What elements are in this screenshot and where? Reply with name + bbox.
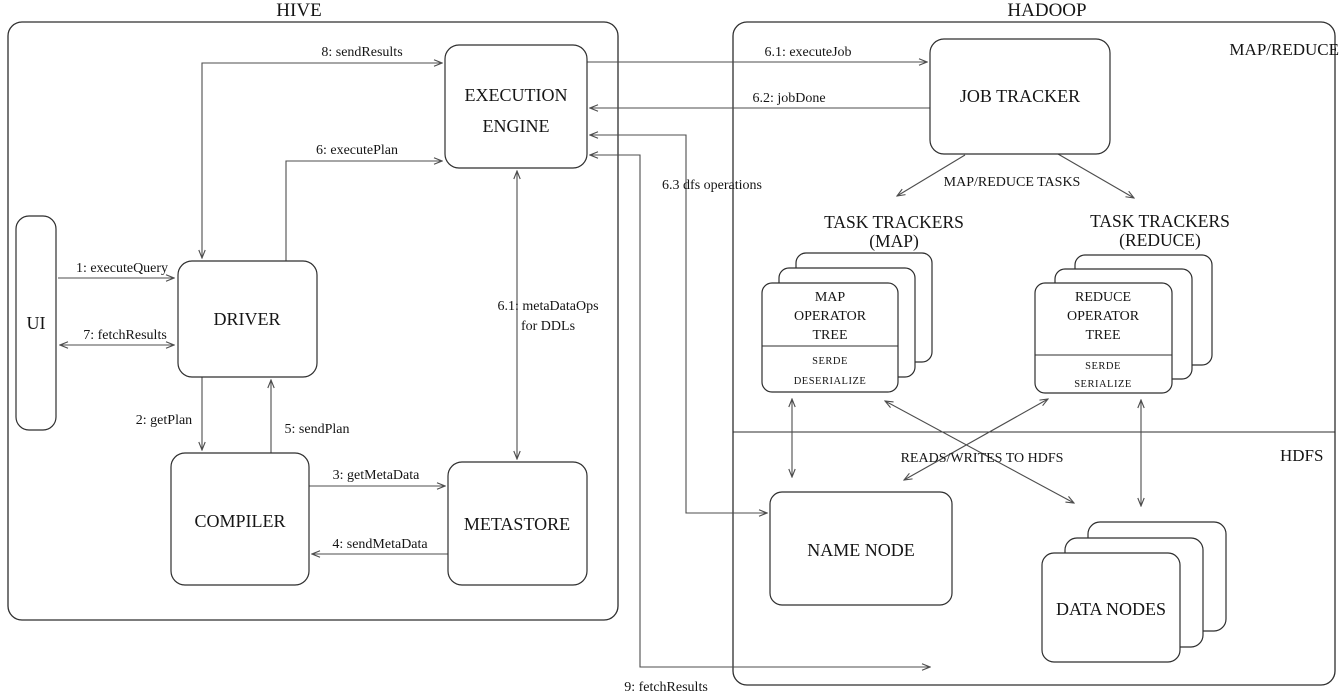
reads-writes-hdfs-label: READS/WRITES TO HDFS [901, 451, 1064, 466]
fetch-results-hdfs-label: 9: fetchResults [624, 680, 708, 694]
edge-send-results [202, 63, 442, 258]
map-operator-tree-line3: TREE [813, 328, 848, 343]
hadoop-title: HADOOP [1007, 0, 1086, 21]
metadata-ops-label-line1: 6.1: metaDataOps [497, 299, 598, 314]
hdfs-section-label: HDFS [1280, 446, 1323, 465]
metadata-ops-label-line2: for DDLs [521, 319, 575, 334]
job-done-label: 6.2: jobDone [752, 91, 825, 106]
get-plan-label: 2: getPlan [136, 413, 192, 428]
data-nodes-stack-front [1041, 552, 1181, 663]
send-results-label: 8: sendResults [321, 45, 402, 60]
execution-engine-node-box [444, 44, 588, 169]
map-operator-tree-line2: OPERATOR [794, 309, 867, 324]
execution-engine-label-line1: EXECUTION [465, 85, 568, 105]
ui-node-box [15, 215, 57, 431]
reduce-operator-tree-line3: TREE [1086, 328, 1121, 343]
metastore-node-box [447, 461, 588, 586]
reduce-tracker-stack-front [1034, 282, 1173, 394]
reduce-serde-label: SERDE [1085, 361, 1121, 372]
mapreduce-section-label: MAP/REDUCE [1229, 40, 1339, 59]
driver-node-label: DRIVER [214, 309, 281, 329]
task-trackers-map-label-line1: TASK TRACKERS [824, 212, 964, 232]
edge-fetch-results-hdfs [590, 155, 930, 667]
reduce-operator-tree-line1: REDUCE [1075, 290, 1131, 305]
fetch-results-ui-label: 7: fetchResults [83, 328, 167, 343]
execute-query-label: 1: executeQuery [76, 261, 168, 276]
mapreduce-tasks-label: MAP/REDUCE TASKS [944, 175, 1081, 190]
driver-node-box [177, 260, 318, 378]
edge-jobtracker-to-reduce-trackers [1057, 153, 1134, 198]
edge-jobtracker-to-map-trackers [897, 154, 966, 196]
metastore-node-label: METASTORE [464, 514, 570, 534]
task-trackers-reduce-label-line1: TASK TRACKERS [1090, 211, 1230, 231]
name-node-label: NAME NODE [807, 540, 915, 560]
task-trackers-map-label-line2: (MAP) [869, 231, 919, 251]
execute-job-label: 6.1: executeJob [764, 45, 851, 60]
name-node-box [769, 491, 953, 606]
send-plan-label: 5: sendPlan [285, 422, 350, 437]
reduce-operator-tree-line2: OPERATOR [1067, 309, 1140, 324]
map-operator-tree-line1: MAP [815, 290, 846, 305]
map-tracker-stack-front [761, 282, 899, 393]
edge-reduce-namenode [904, 399, 1048, 480]
execution-engine-label-line2: ENGINE [483, 116, 550, 136]
compiler-node-box [170, 452, 310, 586]
job-tracker-label: JOB TRACKER [960, 86, 1080, 106]
hive-title: HIVE [276, 0, 321, 21]
ui-node-label: UI [27, 313, 46, 333]
dfs-operations-label: 6.3 dfs operations [662, 178, 762, 193]
execute-plan-label: 6: executePlan [316, 143, 398, 158]
map-serde-label: SERDE [812, 356, 848, 367]
reduce-serialize-label: SERIALIZE [1074, 379, 1132, 390]
map-deserialize-label: DESERIALIZE [794, 376, 867, 387]
edge-execute-plan [285, 161, 442, 261]
send-metadata-label: 4: sendMetaData [332, 537, 428, 552]
compiler-node-label: COMPILER [194, 511, 285, 531]
data-nodes-label: DATA NODES [1056, 599, 1166, 619]
get-metadata-label: 3: getMetaData [333, 468, 420, 483]
job-tracker-node-box [929, 38, 1111, 155]
task-trackers-reduce-label-line2: (REDUCE) [1119, 230, 1201, 250]
